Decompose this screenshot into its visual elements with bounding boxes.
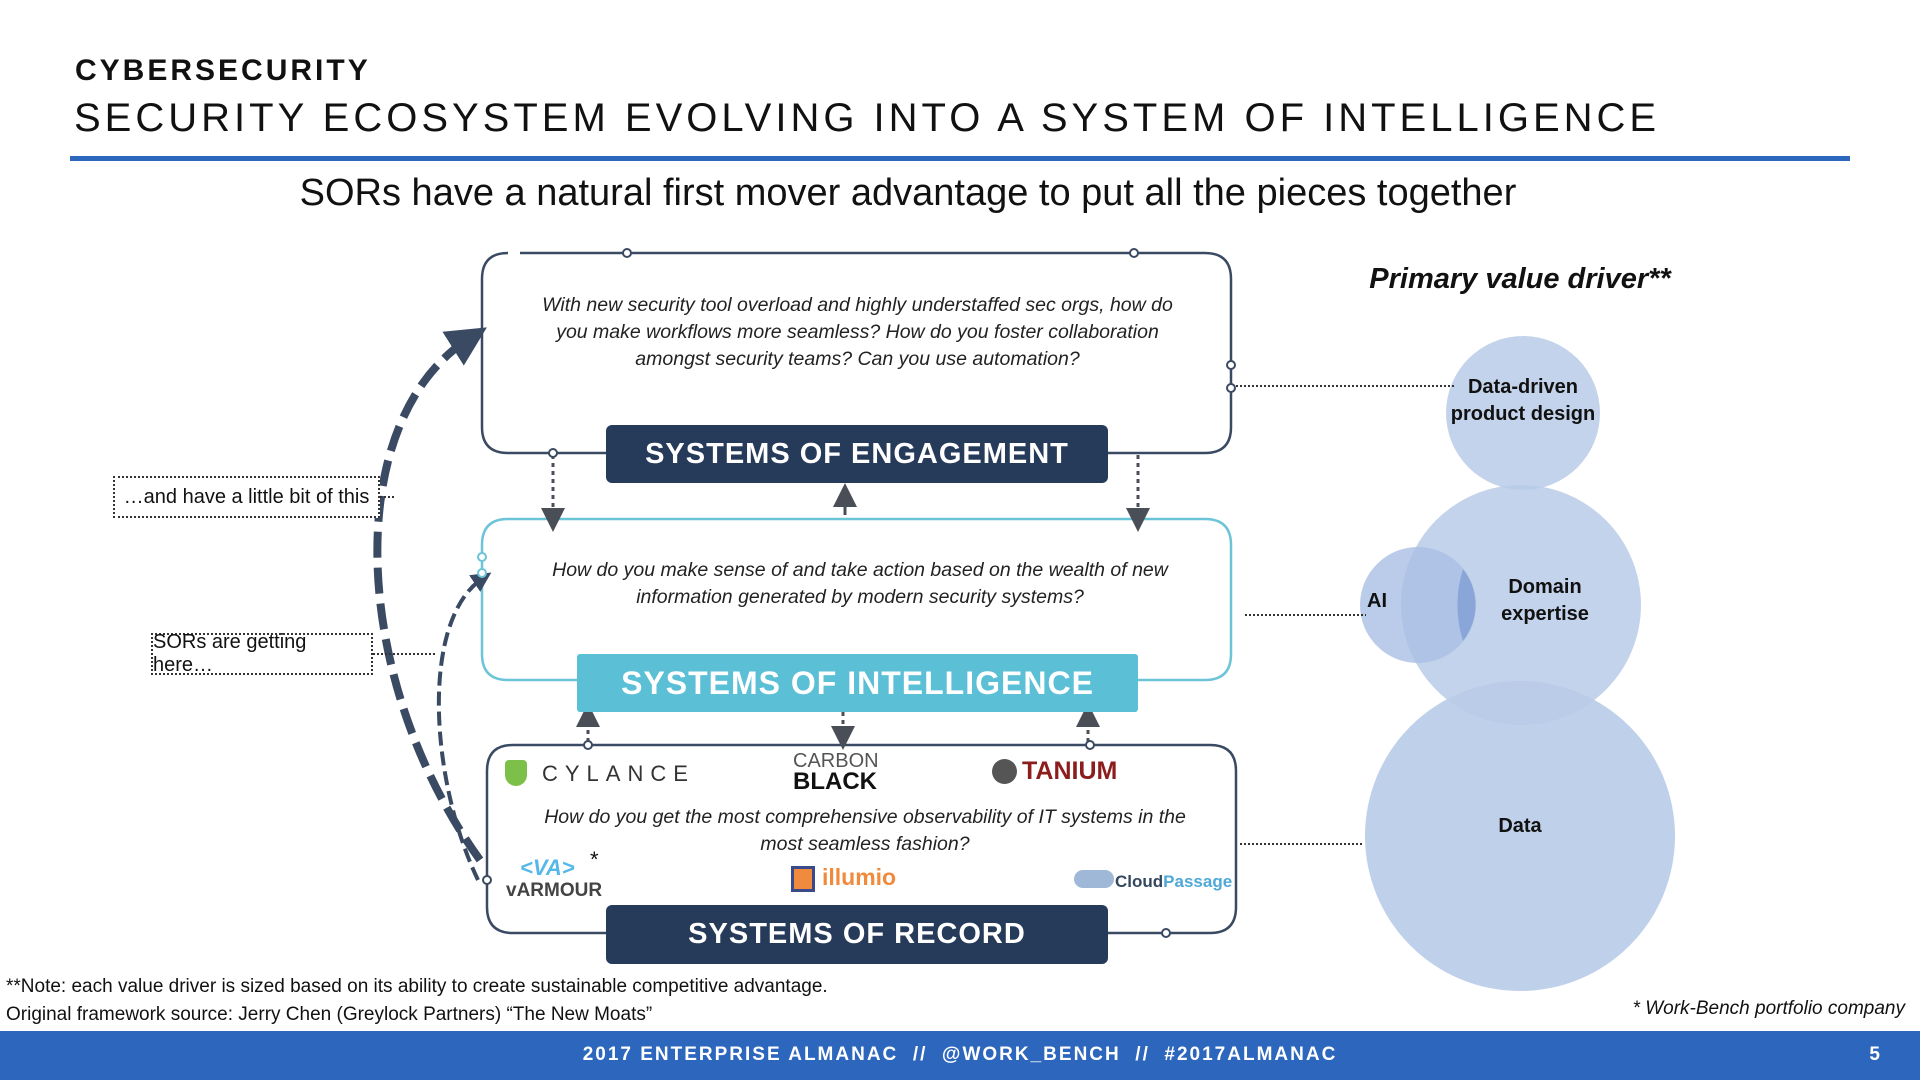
note-portfolio: * Work-Bench portfolio company	[1632, 998, 1905, 1019]
footer-bar: 2017 ENTERPRISE ALMANAC // @WORK_BENCH /…	[0, 1031, 1920, 1080]
driver-data-driven-label: Data-driven product design	[1450, 376, 1596, 425]
circle-data-driven	[1446, 336, 1600, 490]
systems-of-record-label: SYSTEMS OF RECORD	[606, 905, 1108, 964]
circle-data	[1365, 681, 1675, 991]
systems-of-intelligence-label: SYSTEMS OF INTELLIGENCE	[577, 654, 1138, 712]
illumio-logo: illumio	[822, 864, 897, 890]
annotation-little-bit: …and have a little bit of this	[113, 476, 380, 518]
tagline: SORs have a natural first mover advantag…	[299, 172, 1517, 214]
slide-title: SECURITY ECOSYSTEM EVOLVING INTO A SYSTE…	[74, 96, 1661, 140]
intelligence-question: How do you make sense of and take action…	[552, 559, 1168, 608]
engagement-question: With new security tool overload and high…	[542, 294, 1173, 370]
systems-of-engagement-label: SYSTEMS OF ENGAGEMENT	[606, 425, 1108, 483]
cylance-logo: CYLANCE	[542, 761, 695, 786]
cloudpassage-logo: CloudPassage	[1115, 872, 1232, 892]
cloudpassage-logo-a: Cloud	[1115, 872, 1164, 891]
footer-text: 2017 ENTERPRISE ALMANAC // @WORK_BENCH /…	[582, 1044, 1338, 1065]
portfolio-star: *	[590, 847, 599, 872]
tanium-icon	[992, 759, 1017, 784]
cloudpassage-logo-b: Passage	[1163, 872, 1233, 891]
cloudpassage-cloud-icon	[1074, 870, 1114, 888]
circle-domain	[1401, 485, 1641, 725]
note-sizing: **Note: each value driver is sized based…	[6, 976, 828, 997]
varmour-logo: vARMOUR	[506, 880, 603, 901]
circle-ai	[1360, 547, 1476, 663]
illumio-icon	[791, 866, 815, 892]
driver-ai-label: AI	[1367, 590, 1387, 612]
title-divider	[70, 156, 1850, 161]
cylance-shield-icon	[505, 760, 527, 786]
driver-domain-label: Domain expertise	[1501, 576, 1589, 625]
varmour-mark-icon: <VA>	[520, 855, 575, 880]
driver-data-label: Data	[1498, 815, 1542, 837]
note-source: Original framework source: Jerry Chen (G…	[6, 1004, 653, 1025]
value-driver-circles	[1360, 336, 1675, 991]
record-question: How do you get the most comprehensive ob…	[544, 806, 1186, 855]
carbon-black-logo-top: CARBON	[793, 750, 879, 772]
value-driver-title: Primary value driver**	[1369, 263, 1671, 295]
annotation-sors-getting-here: SORs are getting here…	[151, 631, 373, 676]
page-number: 5	[1869, 1044, 1880, 1065]
section-kicker: CYBERSECURITY	[75, 54, 371, 87]
carbon-black-logo-bottom: BLACK	[793, 768, 877, 795]
tanium-logo: TANIUM	[1022, 757, 1118, 785]
